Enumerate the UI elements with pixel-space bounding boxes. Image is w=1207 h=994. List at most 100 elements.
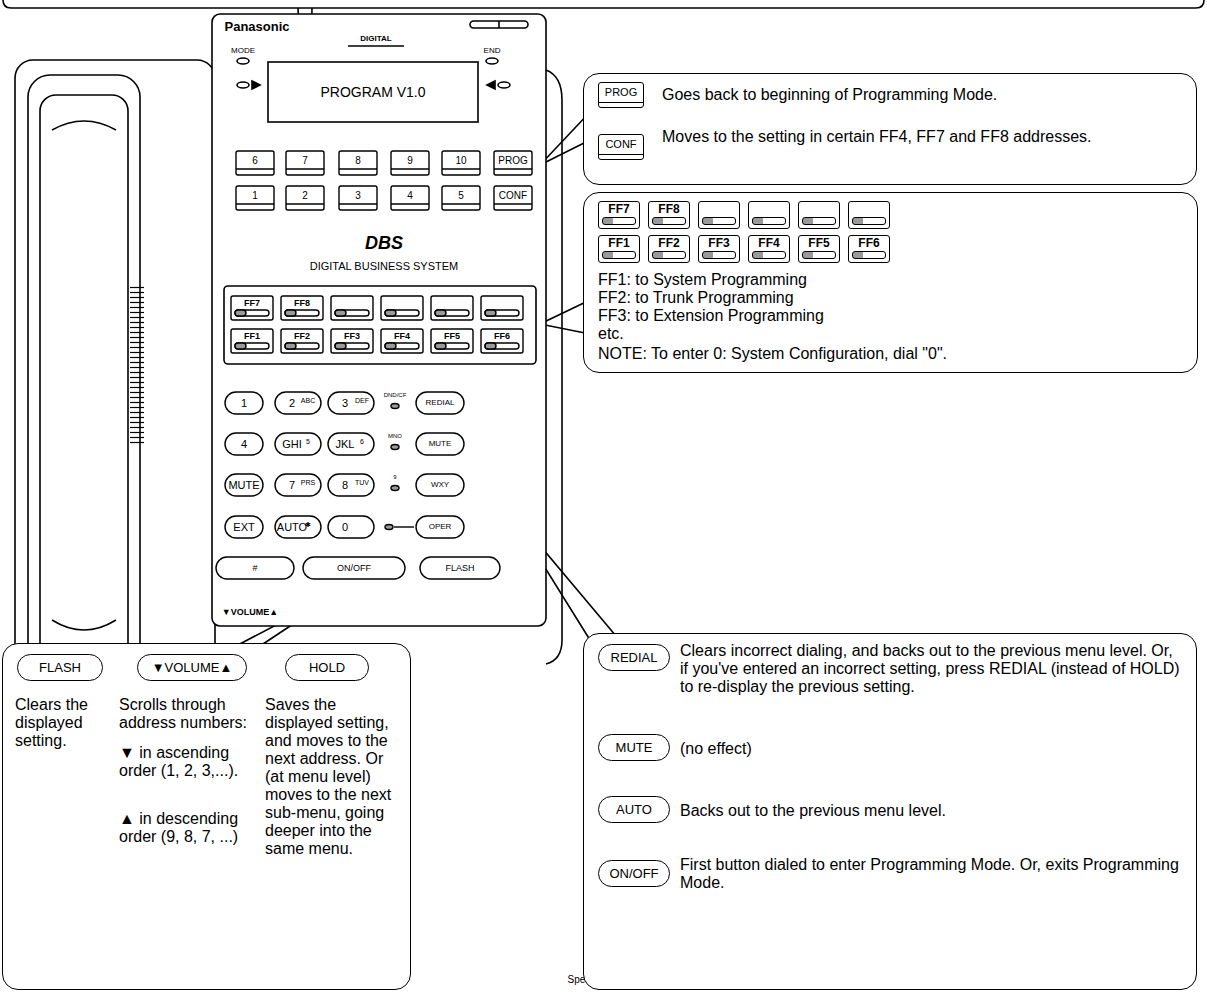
ff-key bbox=[331, 329, 373, 353]
line-key bbox=[442, 168, 480, 169]
phone-label: FF4 bbox=[394, 332, 410, 341]
ff-led bbox=[435, 343, 446, 349]
ff-key bbox=[281, 329, 323, 353]
ff-key bbox=[481, 329, 523, 353]
dial-key bbox=[225, 474, 263, 496]
button-label: MUTE bbox=[598, 734, 670, 761]
blank-ff-button bbox=[698, 201, 740, 229]
line-key bbox=[442, 186, 480, 210]
phone-label: Panasonic bbox=[224, 20, 289, 33]
line-key bbox=[494, 151, 532, 175]
ff-key bbox=[431, 296, 473, 320]
dial-key bbox=[328, 516, 374, 538]
phone-label: DBS bbox=[365, 234, 403, 252]
ff-key bbox=[231, 329, 273, 353]
function-key bbox=[416, 392, 464, 414]
phone-label: ✱ bbox=[305, 521, 311, 528]
button-label: FF8 bbox=[648, 201, 690, 229]
ff-led bbox=[285, 310, 319, 316]
button-label: FF1 bbox=[598, 235, 640, 263]
callout-text: Saves the displayed setting, and moves t… bbox=[265, 696, 401, 858]
ff-key bbox=[481, 296, 523, 320]
function-key bbox=[416, 433, 464, 455]
phone-label: DND/CF bbox=[384, 392, 407, 398]
dial-key bbox=[275, 433, 321, 455]
callout-box: REDIALClears incorrect dialing, and back… bbox=[583, 633, 1197, 990]
callout-text: ▲ in descending order (9, 8, 7, ...) bbox=[119, 810, 259, 846]
ff-led bbox=[335, 310, 346, 316]
line-key bbox=[391, 186, 429, 210]
top-callout-band bbox=[3, 0, 1204, 8]
phone-label: 1 bbox=[241, 398, 247, 409]
blank-ff-button bbox=[798, 201, 840, 229]
line-key bbox=[286, 203, 324, 204]
line-key bbox=[236, 186, 274, 210]
line-key bbox=[339, 168, 377, 169]
soft-led bbox=[237, 82, 249, 88]
callout-text: Clears the displayed setting. bbox=[15, 696, 107, 750]
mode-led bbox=[237, 58, 249, 64]
callout-text: Goes back to beginning of Programming Mo… bbox=[662, 86, 1172, 104]
line-key bbox=[442, 203, 480, 204]
phone-label: 2 bbox=[289, 398, 295, 409]
blank-ff-button bbox=[848, 201, 890, 229]
function-key bbox=[216, 557, 294, 579]
phone-label: EXT bbox=[233, 522, 254, 533]
ff-led bbox=[335, 310, 369, 316]
phone-label: ABC bbox=[301, 397, 315, 404]
arrow-mark bbox=[487, 81, 495, 89]
phone-label: 4 bbox=[241, 439, 247, 450]
phone-label: FF5 bbox=[444, 332, 460, 341]
handset-inner bbox=[40, 95, 128, 660]
soft-led bbox=[498, 82, 510, 88]
callout-text: FF3: to Extension Programming bbox=[598, 307, 1178, 325]
phone-label: MNO bbox=[388, 433, 402, 439]
ff-led bbox=[235, 343, 246, 349]
callout-box: FF7FF8FF1FF2FF3FF4FF5FF6FF1: to System P… bbox=[583, 192, 1198, 373]
key-led bbox=[391, 486, 399, 491]
ff-led bbox=[285, 343, 319, 349]
function-key bbox=[420, 557, 500, 579]
phone-label: MODE bbox=[231, 47, 255, 55]
phone-label: 8 bbox=[355, 156, 361, 166]
ff-led bbox=[485, 310, 519, 316]
phone-label: PROGRAM V1.0 bbox=[320, 85, 425, 99]
dial-key bbox=[328, 474, 374, 496]
ff-key bbox=[431, 329, 473, 353]
arrow-mark bbox=[252, 81, 260, 89]
button-label: AUTO bbox=[598, 796, 670, 823]
function-key bbox=[303, 557, 405, 579]
phone-label: DIGITAL BUSINESS SYSTEM bbox=[310, 261, 459, 272]
line-key bbox=[494, 203, 532, 204]
logo-rule bbox=[348, 45, 404, 47]
phone-label: 0 bbox=[342, 522, 348, 533]
button-label: ▼VOLUME▲ bbox=[137, 654, 247, 681]
phone-label: OPER bbox=[429, 523, 452, 531]
ff-led bbox=[435, 343, 469, 349]
indicator-slot bbox=[470, 21, 528, 28]
line-key bbox=[286, 168, 324, 169]
key-led bbox=[391, 445, 399, 450]
callout-text: Scrolls through address numbers: bbox=[119, 696, 259, 732]
phone-label: AUTO bbox=[277, 522, 307, 533]
phone-label: 8 bbox=[342, 480, 348, 491]
ff-led bbox=[485, 343, 519, 349]
callout-box: PROGGoes back to beginning of Programmin… bbox=[583, 73, 1197, 185]
line-key bbox=[494, 186, 532, 210]
phone-label: 10 bbox=[455, 156, 466, 166]
phone-label: GHI bbox=[282, 439, 302, 450]
dial-key bbox=[328, 433, 374, 455]
phone-label: 7 bbox=[289, 480, 295, 491]
phone-label: CONF bbox=[499, 191, 527, 201]
function-key bbox=[416, 474, 464, 496]
phone-label: PROG bbox=[498, 156, 527, 166]
callout-text: Backs out to the previous menu level. bbox=[680, 802, 1185, 820]
ff-led bbox=[385, 310, 419, 316]
ff-led bbox=[335, 343, 346, 349]
line-key bbox=[286, 151, 324, 175]
phone-label: # bbox=[252, 564, 257, 573]
key-led bbox=[391, 404, 399, 409]
button-label: FF6 bbox=[848, 235, 890, 263]
phone-label: ▼VOLUME▲ bbox=[222, 608, 278, 617]
ff-key bbox=[331, 296, 373, 320]
